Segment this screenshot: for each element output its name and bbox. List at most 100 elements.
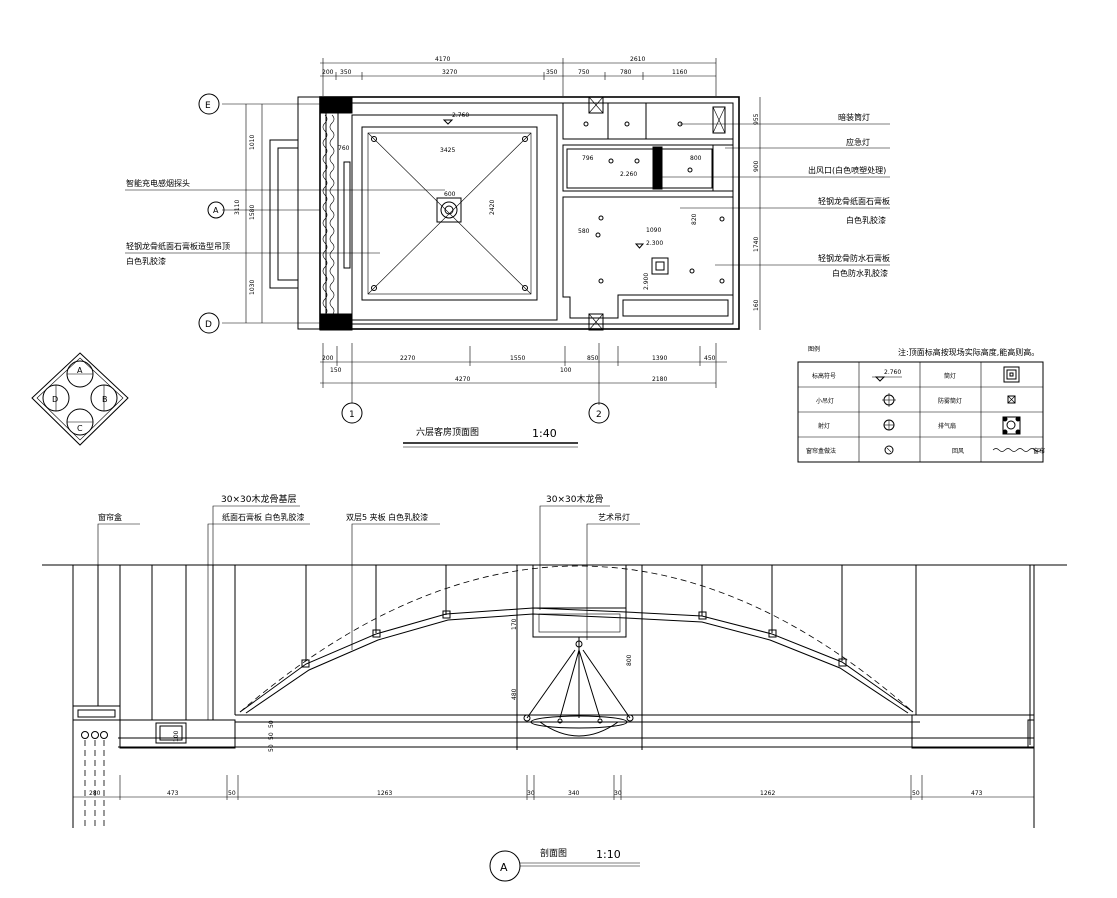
section-view: 170 800 480 50 50 50 100 窗帘盒 30×30木龙骨基层 … [42, 493, 1067, 882]
reference-arc [239, 565, 914, 713]
compass-label-a: A [77, 366, 83, 375]
dim-top-overall-1: 4170 [435, 56, 450, 63]
plan-label-800: 800 [690, 155, 702, 162]
dim-left-4: 1030 [249, 280, 256, 295]
plan-note-white-latex: 白色乳胶漆 [126, 256, 166, 266]
legend: 图例 注:顶面标高按现场实际高度,能高则高。 标高符号 2.760 筒灯 小吊灯… [797, 345, 1045, 463]
column-bottom-left [319, 313, 353, 331]
dim-top-1: 200 [322, 69, 334, 76]
index-diamond: A B C D [31, 352, 129, 446]
ceiling-arc-inner [245, 613, 909, 714]
section-scale: 1:10 [596, 848, 621, 861]
dim-top-6: 780 [620, 69, 632, 76]
dim-right-4: 160 [753, 299, 760, 311]
section-dim-v4: 50 [268, 720, 275, 728]
dim-bottom-small-1: 150 [330, 367, 342, 374]
light-cove [532, 607, 627, 638]
plan-label-580: 580 [578, 228, 590, 235]
legend-r1c2: 2.760 [884, 369, 901, 376]
section-dim-9: 50 [912, 790, 920, 797]
plan-label-760: 760 [338, 145, 350, 152]
curtain-wave [322, 114, 328, 316]
section-dim-v6: 50 [268, 744, 275, 752]
legend-r3c1: 射灯 [818, 422, 830, 430]
axis-label-1: 1 [349, 410, 355, 420]
plan-label-796: 796 [582, 155, 594, 162]
duct-bottom [588, 313, 604, 331]
bath-ceiling-fixture [651, 257, 669, 275]
duct-top [588, 96, 604, 114]
section-dim-v1: 170 [511, 618, 518, 630]
dim-top-4: 350 [546, 69, 558, 76]
center-light-fixture [436, 197, 462, 223]
legend-r2c3: 防雾筒灯 [938, 397, 962, 405]
top-dimension-lines [320, 58, 717, 96]
section-dim-8: 1262 [760, 790, 775, 797]
legend-r1c1: 标高符号 [812, 372, 836, 380]
legend-r2c1: 小吊灯 [816, 397, 834, 405]
plan-note-light-gypsum: 轻钢龙骨纸面石膏板 [818, 196, 890, 206]
plan-label-2260: 2.260 [620, 171, 637, 178]
section-dim-4: 1263 [377, 790, 392, 797]
dim-bottom-5: 1390 [652, 355, 667, 362]
compass-label-b: B [102, 395, 108, 404]
plan-note-emergency-light: 应急灯 [846, 137, 870, 147]
dim-left-1: 1010 [249, 135, 256, 150]
section-dim-2: 473 [167, 790, 179, 797]
section-note-curtain-box: 窗帘盒 [98, 512, 122, 522]
dim-top-5: 750 [578, 69, 590, 76]
plan-label-2900: 2.900 [643, 273, 650, 290]
dim-right-2: 900 [753, 160, 760, 172]
corner-spotlights [371, 136, 528, 291]
legend-r4c3: 回风 [952, 448, 964, 455]
section-note-gypsum: 纸面石膏板 白色乳胶漆 [222, 512, 305, 522]
axis-bubble-a [207, 201, 225, 219]
dim-bottom-1: 200 [322, 355, 334, 362]
plan-note-white-latex-right: 白色乳胶漆 [846, 215, 886, 225]
legend-r4c1: 窗帘盒做法 [806, 447, 836, 455]
plan-scale: 1:40 [532, 427, 557, 440]
section-dim-10: 473 [971, 790, 983, 797]
legend-r1c3: 筒灯 [944, 372, 956, 380]
art-chandelier [523, 637, 634, 737]
bottom-dim-ticks [72, 775, 1035, 800]
bedroom-ceiling [351, 114, 558, 321]
ceiling-plan: 4170 2610 200 350 3270 350 750 780 1160 [125, 56, 890, 448]
section-dim-6: 340 [568, 790, 580, 797]
section-dim-v5: 50 [268, 732, 275, 740]
dim-left-2: 3110 [234, 200, 241, 215]
axis-label-2: 2 [596, 410, 602, 420]
ceiling-arc-outer [239, 607, 914, 713]
dim-bottom-overall-1: 4270 [455, 376, 470, 383]
plan-title: 六层客房顶面图 [416, 426, 479, 438]
axis-label-e: E [205, 101, 211, 111]
plan-label-1090: 1090 [646, 227, 661, 234]
plan-label-2420: 2420 [489, 200, 496, 215]
axis-bubble-d [198, 312, 220, 334]
compass-label-c: C [77, 424, 83, 433]
section-dim-v3: 480 [511, 688, 518, 700]
plan-note-air-outlet: 出风口(白色喷塑处理) [808, 165, 886, 175]
plan-label-600: 600 [444, 191, 456, 198]
plan-label-2760: 2.760 [452, 112, 469, 119]
section-dim-v2: 800 [626, 654, 633, 666]
plan-note-gypsum-ceiling: 轻钢龙骨纸面石膏板造型吊顶 [126, 241, 230, 251]
axis-bubble-1 [341, 402, 363, 424]
section-dim-3: 50 [228, 790, 236, 797]
dim-top-3: 3270 [442, 69, 457, 76]
section-dim-5: 30 [527, 790, 535, 797]
legend-r3c3: 排气扇 [938, 422, 956, 430]
plan-note-waterproof-gypsum: 轻钢龙骨防水石膏板 [818, 253, 890, 263]
axis-label-a: A [213, 206, 219, 215]
dim-top-overall-2: 2610 [630, 56, 645, 63]
section-dim-v7: 100 [173, 730, 180, 742]
plan-label-2300: 2.300 [646, 240, 663, 247]
dim-bottom-overall-2: 2180 [652, 376, 667, 383]
purlin-blocks [301, 610, 847, 668]
hanger-rods [72, 565, 1035, 828]
section-marker-label: A [500, 861, 508, 874]
section-title: 剖面图 [540, 847, 567, 859]
legend-note: 注:顶面标高按现场实际高度,能高则高。 [898, 347, 1039, 357]
compass-label-d: D [52, 395, 58, 404]
